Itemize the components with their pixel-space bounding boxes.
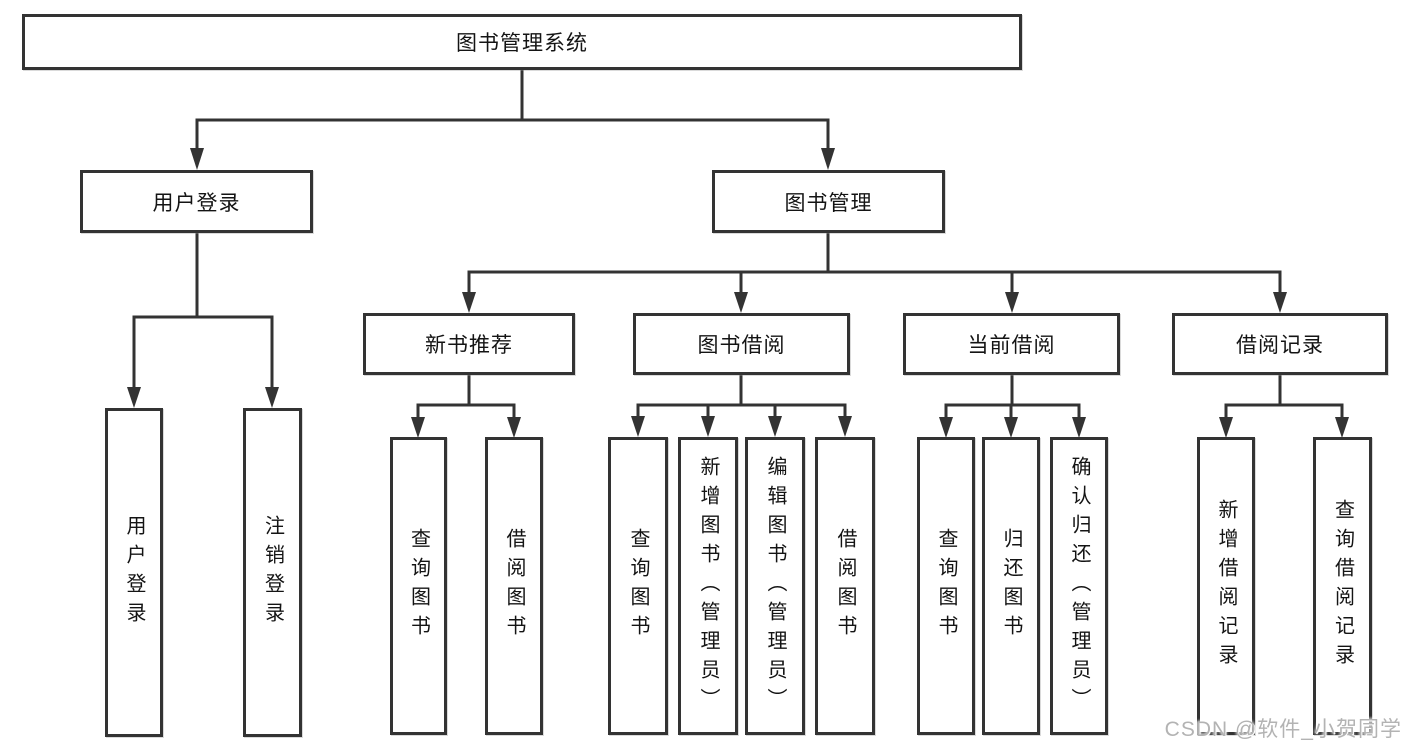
leaf-add-borrow-record: 新增借阅记录 xyxy=(1197,437,1255,735)
node-library-system: 图书管理系统 xyxy=(22,14,1022,70)
leaf-query-book-borrowing-label: 查询图书 xyxy=(627,528,649,644)
leaf-edit-book-admin: 编辑图书（管理员） xyxy=(745,437,805,735)
node-user-login-label: 用户登录 xyxy=(152,191,241,215)
leaf-user-login: 用户登录 xyxy=(105,408,163,737)
leaf-query-book-recommend: 查询图书 xyxy=(390,437,447,735)
node-book-borrowing: 图书借阅 xyxy=(633,313,850,375)
leaf-return-book-label: 归还图书 xyxy=(1000,528,1022,644)
leaf-query-borrow-record: 查询借阅记录 xyxy=(1313,437,1372,735)
leaf-confirm-return-admin: 确认归还（管理员） xyxy=(1050,437,1108,735)
leaf-query-book-current: 查询图书 xyxy=(917,437,975,735)
node-book-management-label: 图书管理 xyxy=(784,191,873,215)
node-current-borrowing: 当前借阅 xyxy=(903,313,1120,375)
node-current-borrowing-label: 当前借阅 xyxy=(967,334,1056,357)
leaf-query-book-current-label: 查询图书 xyxy=(935,528,957,644)
node-library-system-label: 图书管理系统 xyxy=(456,32,588,55)
leaf-confirm-return-admin-label: 确认归还（管理员） xyxy=(1068,455,1090,717)
leaf-borrow-book-recommend-label: 借阅图书 xyxy=(503,528,525,644)
leaf-query-book-recommend-label: 查询图书 xyxy=(407,528,430,644)
leaf-borrow-book-borrowing-label: 借阅图书 xyxy=(834,528,856,644)
node-borrowing-records-label: 借阅记录 xyxy=(1236,334,1324,357)
node-new-book-recommendation: 新书推荐 xyxy=(363,313,575,375)
node-book-borrowing-label: 图书借阅 xyxy=(697,334,786,357)
leaf-borrow-book-borrowing: 借阅图书 xyxy=(815,437,875,735)
leaf-add-borrow-record-label: 新增借阅记录 xyxy=(1215,499,1237,673)
leaf-return-book: 归还图书 xyxy=(982,437,1040,735)
leaf-edit-book-admin-label: 编辑图书（管理员） xyxy=(764,455,786,717)
arrowhead-icons xyxy=(127,148,1349,438)
node-book-management: 图书管理 xyxy=(712,170,945,233)
node-borrowing-records: 借阅记录 xyxy=(1172,313,1388,375)
node-user-login: 用户登录 xyxy=(80,170,313,233)
csdn-watermark: CSDN @软件_小贺同学 xyxy=(1164,718,1402,741)
leaf-add-book-admin: 新增图书（管理员） xyxy=(678,437,738,735)
leaf-query-borrow-record-label: 查询借阅记录 xyxy=(1331,499,1354,673)
leaf-add-book-admin-label: 新增图书（管理员） xyxy=(697,455,719,717)
leaf-logout: 注销登录 xyxy=(243,408,302,737)
leaf-logout-label: 注销登录 xyxy=(261,514,284,631)
node-new-book-recommendation-label: 新书推荐 xyxy=(425,334,513,357)
leaf-query-book-borrowing: 查询图书 xyxy=(608,437,668,735)
leaf-borrow-book-recommend: 借阅图书 xyxy=(485,437,543,735)
leaf-user-login-label: 用户登录 xyxy=(123,514,145,631)
